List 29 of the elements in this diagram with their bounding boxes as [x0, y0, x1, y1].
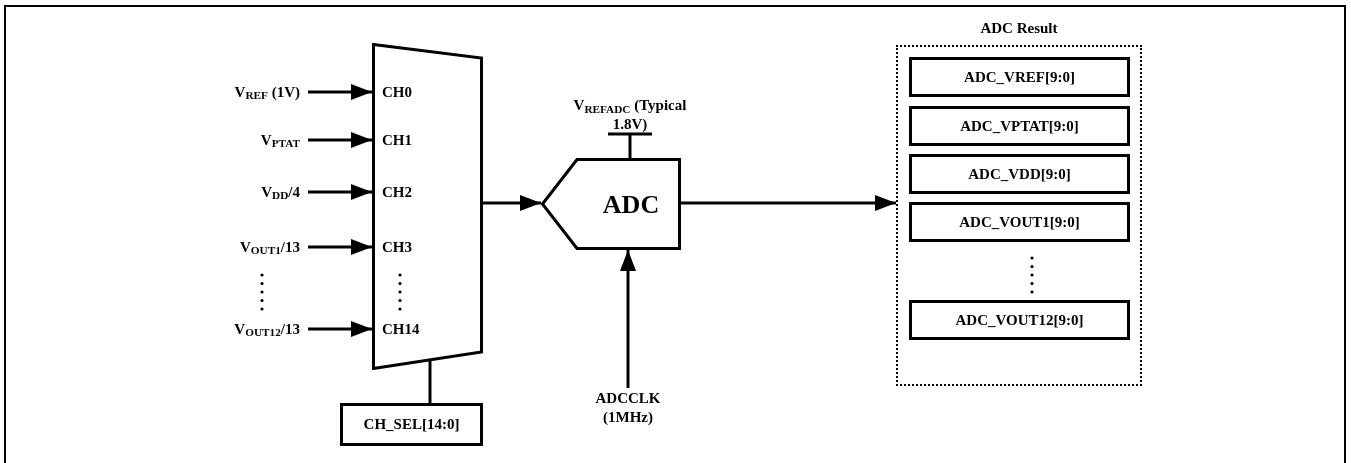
arrow	[681, 195, 896, 211]
register-box: ADC_VOUT12[9:0]	[909, 300, 1130, 340]
signal-label: V$_{REF}$ (1V)	[234, 82, 300, 102]
register-box: CH_SEL[14:0]	[340, 403, 483, 446]
register-box: ADC_VPTAT[9:0]	[909, 106, 1130, 146]
block-label: ADC	[602, 188, 660, 221]
register-box: ADC_VREF[9:0]	[909, 57, 1130, 97]
group-heading: ADC Result	[980, 18, 1058, 38]
arrow	[308, 132, 372, 148]
connector-line	[428, 360, 432, 403]
channel-label: CH14	[382, 319, 420, 339]
signal-label: V$_{DD}$/4	[261, 182, 300, 202]
arrow	[620, 250, 636, 388]
signal-label: V$_{REFADC}$ (Typical 1.8V)	[572, 96, 688, 134]
channel-label: CH3	[382, 237, 412, 257]
arrow	[308, 321, 372, 337]
channel-label: CH2	[382, 182, 412, 202]
signal-label: V$_{PTAT}$	[260, 130, 300, 150]
channel-label: CH1	[382, 130, 412, 150]
signal-label: ADCCLK (1MHz)	[594, 389, 662, 427]
arrow	[308, 184, 372, 200]
signal-label: V$_{OUT1}$/13	[239, 237, 300, 257]
arrow	[308, 84, 372, 100]
arrow	[308, 239, 372, 255]
channel-label: CH0	[382, 82, 412, 102]
signal-label: V$_{OUT12}$/13	[234, 319, 300, 339]
arrow	[483, 195, 541, 211]
register-box: ADC_VDD[9:0]	[909, 154, 1130, 194]
register-box: ADC_VOUT1[9:0]	[909, 202, 1130, 242]
